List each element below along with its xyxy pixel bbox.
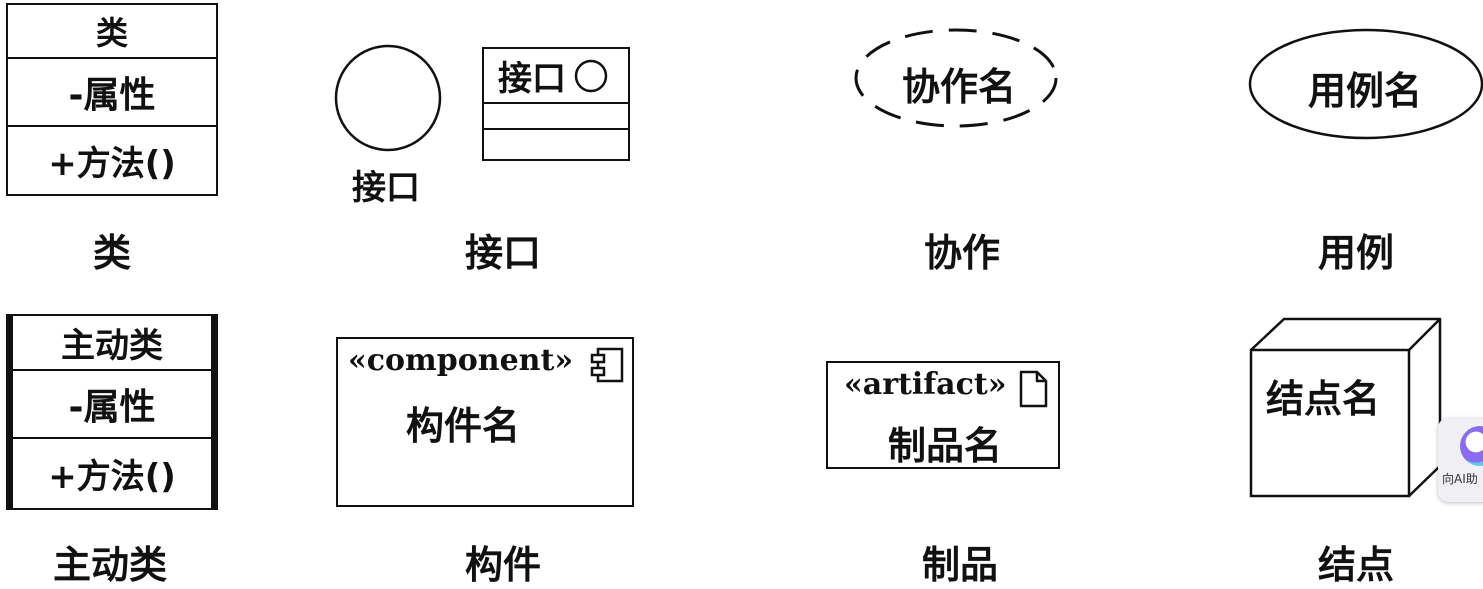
artifact-name: 制品名 — [888, 424, 1003, 468]
class-name: 类 — [8, 5, 216, 59]
component-icon — [590, 347, 624, 383]
interface-circle-label: 接口 — [352, 168, 420, 208]
ai-assistant-label: 向AI助 — [1442, 472, 1478, 486]
component-symbol: «component» 构件名 — [336, 337, 634, 507]
class-attribute: -属性 — [8, 59, 216, 127]
artifact-stereotype: «artifact» — [844, 367, 1007, 402]
use-case-caption: 用例 — [1317, 231, 1395, 275]
document-icon — [1019, 370, 1048, 408]
active-class-symbol: 主动类 -属性 +方法() — [6, 314, 218, 510]
interface-circle-icon — [334, 44, 442, 152]
use-case-ellipse — [1248, 28, 1483, 140]
node-name: 结点名 — [1266, 377, 1381, 421]
node-caption: 结点 — [1317, 543, 1395, 587]
interface-box-op-row — [484, 130, 628, 158]
component-caption: 构件 — [464, 543, 542, 587]
component-stereotype: «component» — [348, 343, 574, 378]
artifact-caption: 制品 — [921, 543, 999, 587]
use-case-name: 用例名 — [1308, 69, 1423, 113]
collaboration-dashed-ellipse — [854, 28, 1058, 128]
ai-assistant-button[interactable]: 向AI助 — [1438, 418, 1483, 502]
ai-assistant-avatar-icon — [1460, 426, 1483, 466]
interface-lollipop-icon — [574, 59, 608, 92]
interface-caption: 接口 — [464, 231, 542, 275]
component-name: 构件名 — [406, 404, 521, 448]
interface-box-name-row: 接口 — [484, 49, 628, 104]
interface-box-name: 接口 — [498, 59, 566, 99]
collaboration-name: 协作名 — [902, 65, 1017, 109]
interface-box-attr-row — [484, 104, 628, 130]
active-class-caption: 主动类 — [52, 543, 168, 587]
interface-box: 接口 — [482, 47, 630, 161]
artifact-symbol: «artifact» 制品名 — [826, 361, 1060, 469]
active-class-name: 主动类 — [13, 316, 211, 371]
active-class-method: +方法() — [48, 456, 176, 497]
active-class-attribute: -属性 — [13, 371, 211, 439]
collaboration-caption: 协作 — [923, 231, 1001, 275]
class-method: +方法() — [48, 143, 176, 184]
class-caption: 类 — [92, 231, 132, 275]
class-symbol: 类 -属性 +方法() — [6, 3, 218, 196]
